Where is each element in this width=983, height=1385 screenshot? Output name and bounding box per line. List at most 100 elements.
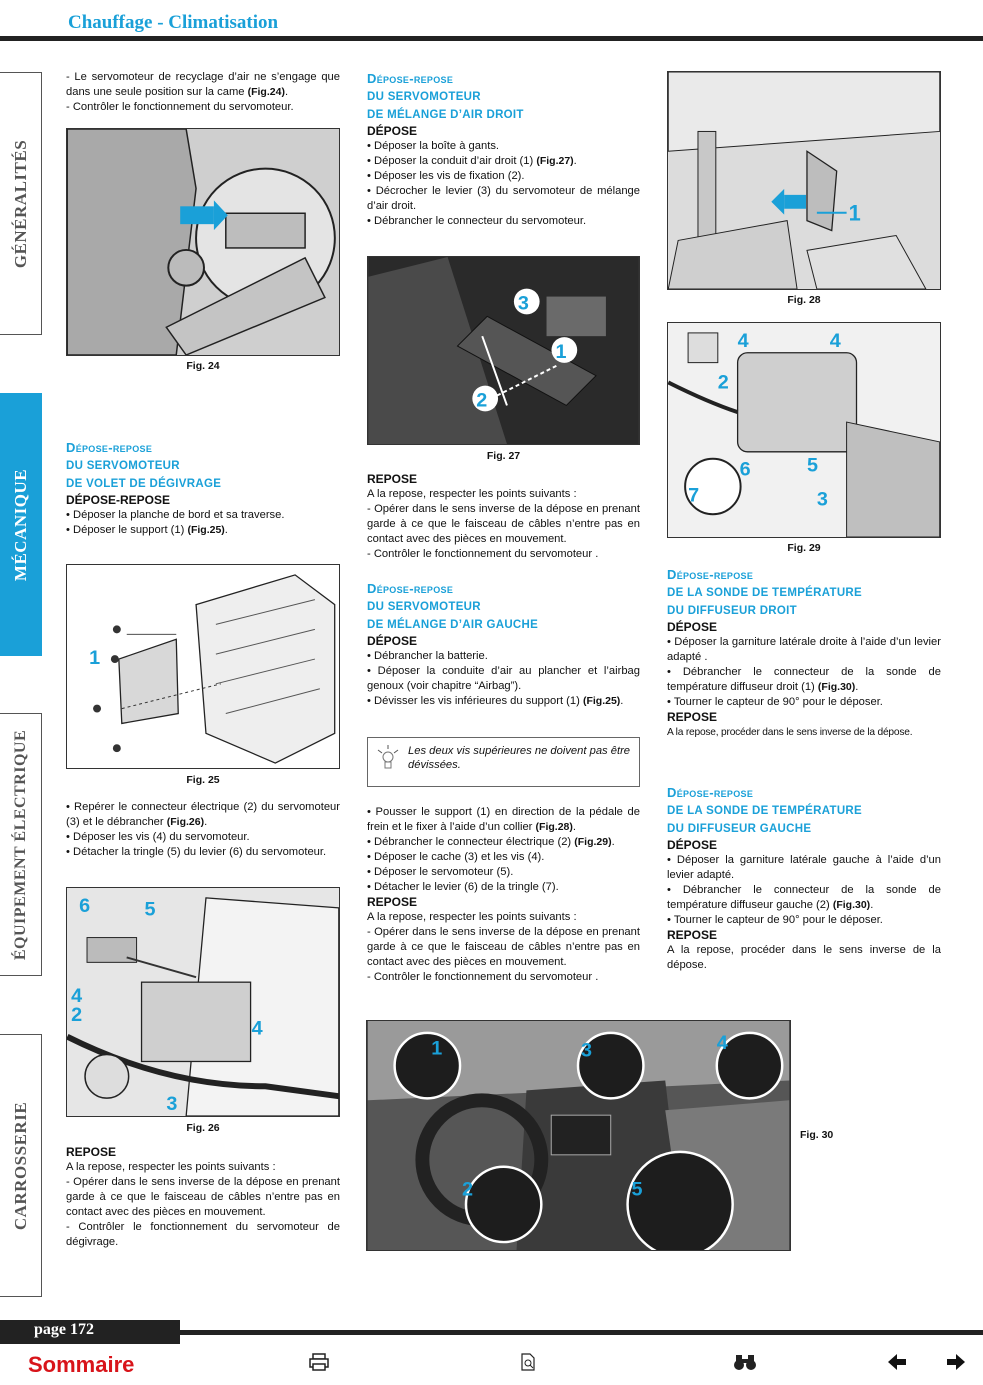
callout: 3 [166, 1093, 177, 1115]
callout: 4 [71, 985, 82, 1007]
callout: 1 [431, 1038, 442, 1060]
fig-ref: (Fig.24) [247, 86, 285, 98]
bullet: • Déposer la boîte à gants. [367, 140, 500, 152]
text: • Déposer le support (1) [66, 524, 188, 536]
callout: 1 [849, 201, 861, 226]
col2-steps: • Pousser le support (1) en direction de… [367, 805, 640, 985]
figure-caption: Fig. 28 [787, 294, 821, 306]
tab-generalites[interactable]: GÉNÉRALITÉS [0, 72, 42, 335]
bullet: • Débrancher la batterie. [367, 650, 488, 662]
figure-caption: Fig. 24 [186, 360, 220, 372]
arrow-right-icon[interactable] [946, 1353, 966, 1371]
text: . [284, 86, 289, 98]
col3-section1: Dépose-repose de la sonde de température… [667, 566, 941, 740]
section-heading: de volet de dégivrage [66, 478, 222, 490]
bullet: • Déposer la planche de bord et sa trave… [66, 509, 285, 521]
section-title: Chauffage - Climatisation [68, 12, 279, 33]
section-heading: du diffuseur droit [667, 605, 797, 617]
figure-25: 1 [66, 564, 340, 769]
callout: 6 [79, 895, 90, 917]
fig-ref: (Fig.26) [166, 816, 205, 828]
figure-24-drawing [67, 129, 336, 355]
tab-label: MÉCANIQUE [10, 468, 30, 581]
section-heading: Dépose-repose [66, 440, 153, 455]
paragraph: A la repose, procéder dans le sens inver… [667, 727, 913, 738]
figure-26-drawing: 6 5 4 2 4 3 [67, 895, 339, 1116]
document-icon[interactable] [520, 1353, 536, 1371]
section-heading: du servomoteur [66, 460, 180, 472]
figure-27: 3 1 2 [367, 256, 640, 445]
figure-caption: Fig. 30 [800, 1129, 834, 1141]
bullet: • Détacher la tringle (5) du levier (6) … [66, 846, 327, 858]
col1-intro: - Le servomoteur de recyclage d’air ne s… [66, 70, 340, 115]
tab-carrosserie[interactable]: CARROSSERIE [0, 1034, 42, 1297]
bullet: • Détacher le levier (6) de la tringle (… [367, 881, 559, 893]
paragraph: - Opérer dans le sens inverse de la dépo… [367, 503, 640, 545]
section-heading: du servomoteur [367, 601, 481, 613]
text: . [611, 836, 615, 848]
col2-repose1: REPOSE A la repose, respecter les points… [367, 472, 640, 562]
bullet: • Déposer le cache (3) et les vis (4). [367, 851, 545, 863]
text: • Débrancher le connecteur électrique (2… [367, 836, 575, 848]
bullet: • Déposer le support (1) (Fig.25). [66, 523, 340, 538]
subheading: REPOSE [66, 1145, 117, 1159]
figure-caption: Fig. 25 [186, 774, 220, 786]
callout: 2 [476, 389, 487, 411]
section-heading: Dépose-repose [367, 581, 454, 596]
figure-caption: Fig. 29 [787, 542, 821, 554]
paragraph: - Le servomoteur de recyclage d’air ne s… [66, 70, 340, 100]
callout: 2 [718, 371, 729, 393]
bullet: • Repérer le connecteur électrique (2) d… [66, 800, 340, 830]
subheading: REPOSE [667, 710, 718, 724]
figure-26: 6 5 4 2 4 3 [66, 887, 340, 1117]
paragraph: A la repose, respecter les points suivan… [367, 488, 577, 500]
text: . [620, 695, 624, 707]
fig-ref: (Fig.25) [187, 524, 225, 536]
sommaire-link[interactable]: Sommaire [28, 1352, 135, 1377]
figure-29-drawing: 4 4 2 6 5 7 3 [668, 330, 940, 537]
paragraph: - Contrôler le fonctionnement du servomo… [367, 548, 599, 560]
callout: 3 [817, 488, 828, 510]
callout: 6 [740, 459, 751, 481]
fig-ref: (Fig.25) [582, 695, 621, 707]
paragraph: - Contrôler le fonctionnement du servomo… [66, 101, 294, 113]
subheading: REPOSE [667, 928, 718, 942]
paragraph: - Contrôler le fonctionnement du servomo… [367, 971, 599, 983]
callout: 4 [830, 330, 841, 352]
col1-steps: • Repérer le connecteur électrique (2) d… [66, 800, 340, 860]
paragraph: A la repose, respecter les points suivan… [367, 911, 577, 923]
arrow-left-icon[interactable] [887, 1353, 907, 1371]
bullet: • Dévisser les vis inférieures du suppor… [367, 694, 640, 709]
text: • Dévisser les vis inférieures du suppor… [367, 695, 583, 707]
subheading: REPOSE [367, 895, 418, 909]
callout: 2 [462, 1178, 473, 1200]
text: . [224, 524, 228, 536]
bullet: • Déposer les vis (4) du servomoteur. [66, 831, 250, 843]
figure-24 [66, 128, 340, 356]
text: . [870, 899, 874, 911]
paragraph: - Opérer dans le sens inverse de la dépo… [66, 1176, 340, 1218]
text: • Repérer le connecteur électrique (2) d… [66, 801, 340, 828]
tab-mecanique[interactable]: MÉCANIQUE [0, 393, 42, 656]
section-heading: du diffuseur gauche [667, 823, 812, 835]
figure-29: 4 4 2 6 5 7 3 [667, 322, 941, 538]
tab-label: GÉNÉRALITÉS [10, 139, 30, 268]
lightbulb-icon [377, 745, 399, 769]
printer-icon[interactable] [309, 1353, 329, 1371]
subheading: REPOSE [367, 472, 418, 486]
bullet: • Déposer le servomoteur (5). [367, 866, 514, 878]
callout: 1 [555, 341, 566, 363]
binoculars-icon[interactable] [733, 1353, 757, 1371]
bullet: • Déposer la garniture latérale droite à… [667, 636, 941, 663]
callout: 5 [145, 899, 156, 921]
page-number-box [0, 1320, 180, 1344]
bullet: • Tourner le capteur de 90° pour le dépo… [667, 696, 883, 708]
tab-equipement-electrique[interactable]: ÉQUIPEMENT ÉLECTRIQUE [0, 713, 42, 976]
subheading: DÉPOSE [367, 634, 418, 648]
callout: 5 [632, 1178, 643, 1200]
figure-27-drawing: 3 1 2 [368, 257, 639, 444]
col2-section1: Dépose-repose du servomoteur de mélange … [367, 70, 640, 229]
bullet: • Déposer la garniture latérale gauche à… [667, 854, 941, 881]
text: • Débrancher le connecteur de la sonde d… [667, 666, 941, 693]
text: • Pousser le support (1) en direction de… [367, 806, 640, 833]
